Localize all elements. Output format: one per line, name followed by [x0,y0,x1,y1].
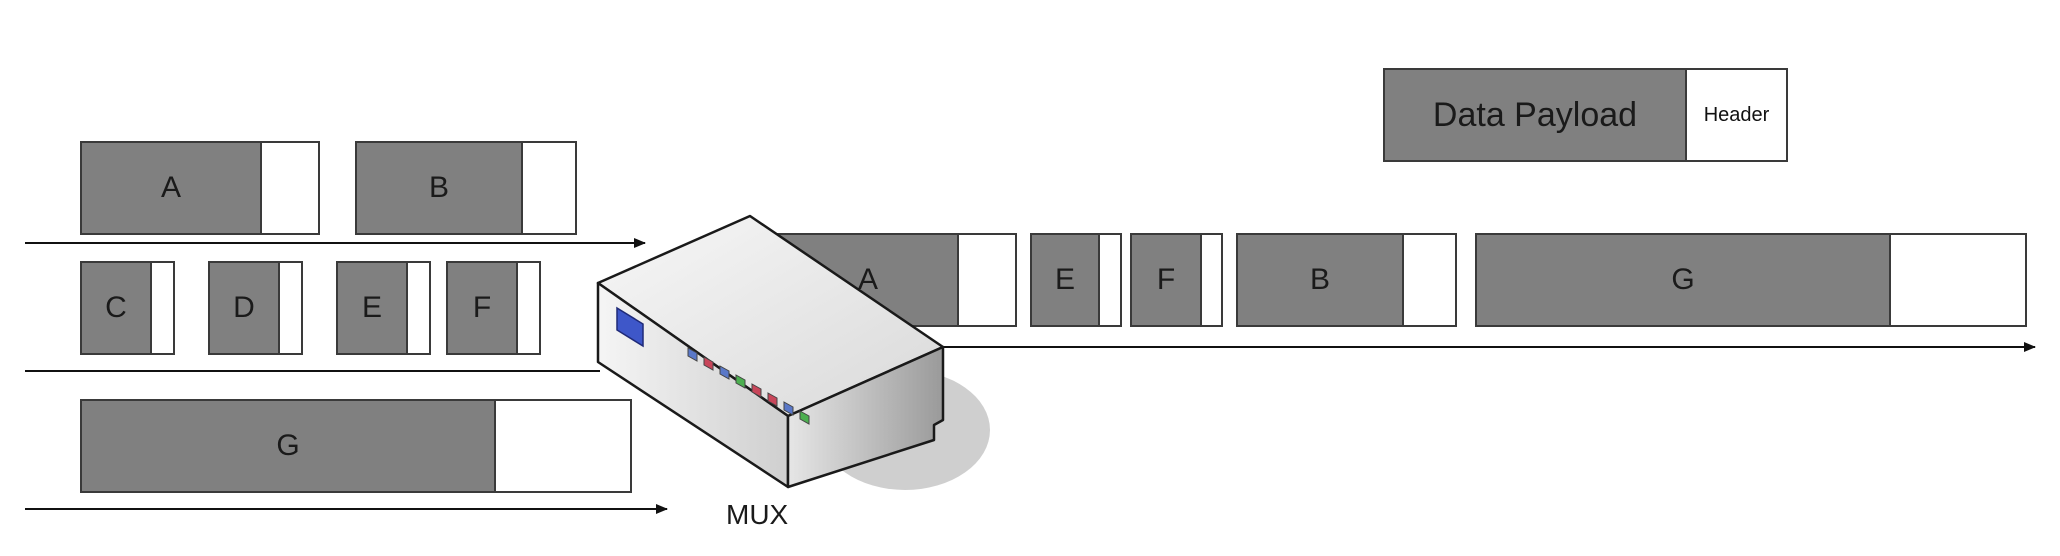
packet-payload: G [82,401,496,491]
input-packet-e: E [336,261,431,355]
output-packet-f: F [1130,233,1223,327]
input-packet-d: D [208,261,303,355]
packet-header [1404,235,1455,325]
packet-header [280,263,301,353]
packet-payload: A [82,143,262,233]
packet-header [1891,235,2025,325]
packet-payload: B [1238,235,1404,325]
packet-header [959,235,1015,325]
packet-header [262,143,318,233]
input-packet-g: G [80,399,632,493]
packet-payload: G [1477,235,1891,325]
packet-payload: D [210,263,280,353]
packet-payload: C [82,263,152,353]
packet-header [496,401,630,491]
packet-payload: F [448,263,518,353]
mux-port-leds [687,347,810,425]
packet-payload: B [357,143,523,233]
packet-header [1202,235,1221,325]
packet-header [408,263,429,353]
legend-payload: Data Payload [1385,70,1687,160]
packet-header [523,143,575,233]
input-packet-c: C [80,261,175,355]
legend-packet: Data Payload Header [1383,68,1788,162]
packet-payload: F [1132,235,1202,325]
output-packet-g: G [1475,233,2027,327]
packet-payload: E [1032,235,1100,325]
input-packet-b: B [355,141,577,235]
packet-header [1100,235,1120,325]
legend-header: Header [1687,70,1786,160]
input-packet-f: F [446,261,541,355]
input-packet-a: A [80,141,320,235]
packet-payload: E [338,263,408,353]
output-packet-b: B [1236,233,1457,327]
output-packet-e: E [1030,233,1122,327]
packet-header [152,263,173,353]
mux-screen [616,306,644,348]
packet-header [518,263,539,353]
mux-label: MUX [726,499,789,530]
mux-side [786,345,945,489]
